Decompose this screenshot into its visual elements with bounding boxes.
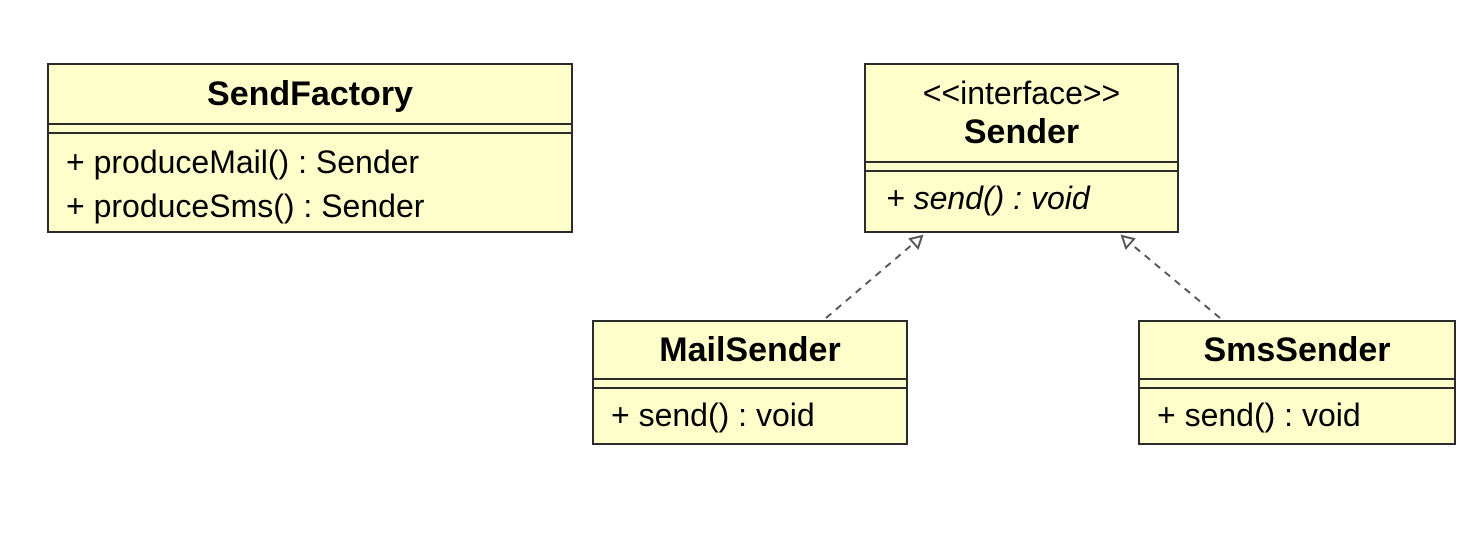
dashed-realization-line [825,242,915,319]
operation-send: + send() : void [611,397,815,433]
operation-produce-mail: + produceMail() : Sender [66,144,420,180]
class-header: <<interface>> Sender [866,65,1177,161]
stereotype-label: <<interface>> [922,75,1121,111]
dashed-realization-line [1129,242,1221,319]
class-header: MailSender [594,322,906,378]
hollow-triangle-arrowhead [908,234,924,250]
class-smssender[interactable]: SmsSender + send() : void [1138,320,1456,445]
operation-produce-sms: + produceSms() : Sender [66,188,425,224]
class-sender-interface[interactable]: <<interface>> Sender + send() : void [864,63,1179,233]
class-mailsender[interactable]: MailSender + send() : void [592,320,908,445]
attributes-compartment [866,161,1177,170]
operations-compartment: + send() : void [1140,387,1454,443]
class-name: Sender [963,113,1080,151]
attributes-compartment [1140,378,1454,387]
attributes-compartment [594,378,906,387]
operations-compartment: + send() : void [866,170,1177,228]
operations-compartment: + produceMail() : Sender + produceSms() … [49,132,571,227]
operation-send-abstract: + send() : void [886,180,1090,216]
attributes-compartment [49,123,571,132]
realization-smssender-to-sender [1120,234,1221,319]
realization-mailsender-to-sender [825,234,924,319]
class-name: SmsSender [1203,331,1391,369]
operation-send: + send() : void [1157,397,1361,433]
class-header: SmsSender [1140,322,1454,378]
class-name: SendFactory [207,75,413,113]
class-name: MailSender [659,331,841,369]
class-header: SendFactory [49,65,571,123]
hollow-triangle-arrowhead [1120,234,1136,250]
operations-compartment: + send() : void [594,387,906,443]
class-sendfactory[interactable]: SendFactory + produceMail() : Sender + p… [47,63,573,233]
